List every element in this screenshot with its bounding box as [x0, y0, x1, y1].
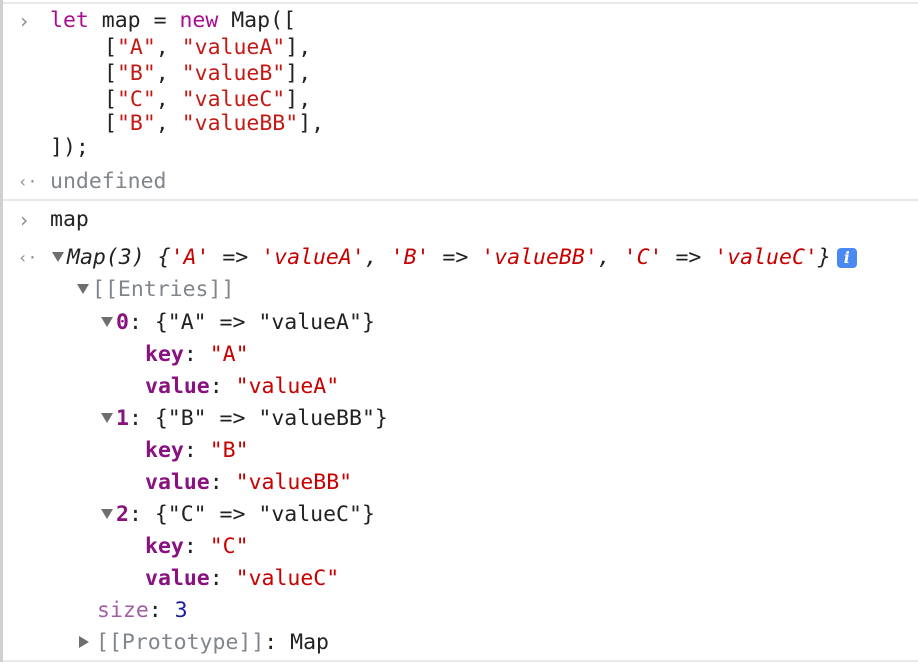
input-entry-line: ["B", "valueBB"], [104, 111, 324, 137]
value-label: value [145, 566, 210, 591]
entry-key: key: "B" [145, 438, 249, 463]
string: "valueC" [235, 566, 340, 591]
expand-triangle-icon[interactable] [77, 284, 89, 294]
sep: , [597, 245, 624, 270]
entry-key: key: "A" [145, 342, 249, 367]
key-label: key [145, 342, 184, 367]
string: "valueBB" [181, 111, 299, 136]
return-arrow-icon: ‹· [18, 248, 38, 267]
size-property: size: 3 [97, 598, 188, 623]
expand-triangle-icon[interactable] [101, 317, 113, 327]
string: "A" [116, 35, 156, 60]
arrow: => [209, 245, 262, 270]
code: ], [285, 61, 312, 86]
code: ], [285, 35, 312, 60]
expand-triangle-icon[interactable] [101, 509, 113, 519]
prototype-node[interactable]: [[Prototype]]: Map [79, 630, 329, 656]
value-label: value [145, 374, 210, 399]
prototype-label: [[Prototype]] [96, 630, 265, 655]
code: [ [104, 61, 117, 86]
input-closing: ]); [50, 135, 89, 160]
keyword: new [179, 8, 219, 33]
expand-triangle-icon[interactable] [52, 252, 64, 262]
divider [3, 2, 918, 4]
return-arrow-icon: ‹· [18, 172, 38, 191]
chevron-right-icon: › [18, 9, 31, 33]
entry-key: key: "C" [145, 534, 249, 559]
string: "C" [116, 87, 156, 112]
entry-summary: : {"A" => "valueA"} [128, 310, 375, 335]
entry-index: 2 [116, 502, 129, 527]
divider [3, 199, 918, 201]
size-value: 3 [174, 598, 188, 623]
string: "C" [209, 534, 249, 559]
divider [3, 660, 918, 662]
string: 'A' [170, 245, 210, 270]
chevron-right-icon: › [18, 208, 31, 232]
code: [ [104, 35, 117, 60]
prototype-value: : Map [264, 630, 330, 655]
entry-node[interactable]: 0: {"A" => "valueA"} [101, 310, 375, 336]
string: "B" [209, 438, 249, 463]
code: , [155, 61, 182, 86]
console-left-border [0, 0, 3, 662]
result-undefined: undefined [50, 169, 167, 194]
arrow: => [429, 245, 482, 270]
entry-value: value: "valueA" [145, 374, 340, 399]
string: "valueC" [181, 87, 286, 112]
code: , [155, 35, 182, 60]
value-label: value [145, 470, 210, 495]
entry-node[interactable]: 2: {"C" => "valueC"} [101, 502, 375, 528]
string: "valueA" [235, 374, 340, 399]
map-head: Map(3) { [67, 245, 171, 270]
size-label: size [97, 598, 149, 623]
string: 'C' [623, 245, 663, 270]
input-entry-line: ["B", "valueB"], [104, 61, 311, 87]
code: ], [298, 111, 325, 136]
code: map = [88, 8, 180, 33]
string: "A" [209, 342, 249, 367]
input-entry-line: ["C", "valueC"], [104, 87, 311, 113]
arrow: => [662, 245, 715, 270]
entry-index: 1 [116, 406, 129, 431]
key-label: key [145, 438, 184, 463]
keyword: let [50, 8, 89, 33]
string: "valueA" [181, 35, 286, 60]
code: Map([ [218, 8, 296, 33]
string: "valueB" [181, 61, 286, 86]
string: "B" [116, 111, 156, 136]
entry-node[interactable]: 1: {"B" => "valueBB"} [101, 406, 388, 432]
expand-triangle-icon[interactable] [101, 413, 113, 423]
entry-index: 0 [116, 310, 129, 335]
string: "B" [116, 61, 156, 86]
entries-node[interactable]: [[Entries]] [77, 277, 234, 303]
input-line: let map = new Map([ [50, 8, 296, 34]
string: 'valueC' [714, 245, 818, 270]
code: [ [104, 111, 117, 136]
string: 'B' [390, 245, 430, 270]
info-icon[interactable]: i [836, 248, 857, 268]
key-label: key [145, 534, 184, 559]
entry-value: value: "valueC" [145, 566, 340, 591]
entry-summary: : {"C" => "valueC"} [128, 502, 375, 527]
code: , [155, 111, 182, 136]
code: ], [285, 87, 312, 112]
entry-summary: : {"B" => "valueBB"} [128, 406, 388, 431]
input-entry-line: ["A", "valueA"], [104, 35, 311, 61]
map-tail: } [817, 245, 831, 270]
sep: , [364, 245, 391, 270]
code: [ [104, 87, 117, 112]
string: 'valueBB' [481, 245, 598, 270]
string: "valueBB" [235, 470, 353, 495]
entry-value: value: "valueBB" [145, 470, 353, 495]
entries-label: [[Entries]] [92, 277, 235, 302]
string: 'valueA' [261, 245, 365, 270]
collapsed-triangle-icon[interactable] [79, 636, 89, 648]
map-summary[interactable]: Map(3) {'A' => 'valueA', 'B' => 'valueBB… [52, 245, 857, 271]
code: , [155, 87, 182, 112]
input-line: map [50, 207, 89, 232]
